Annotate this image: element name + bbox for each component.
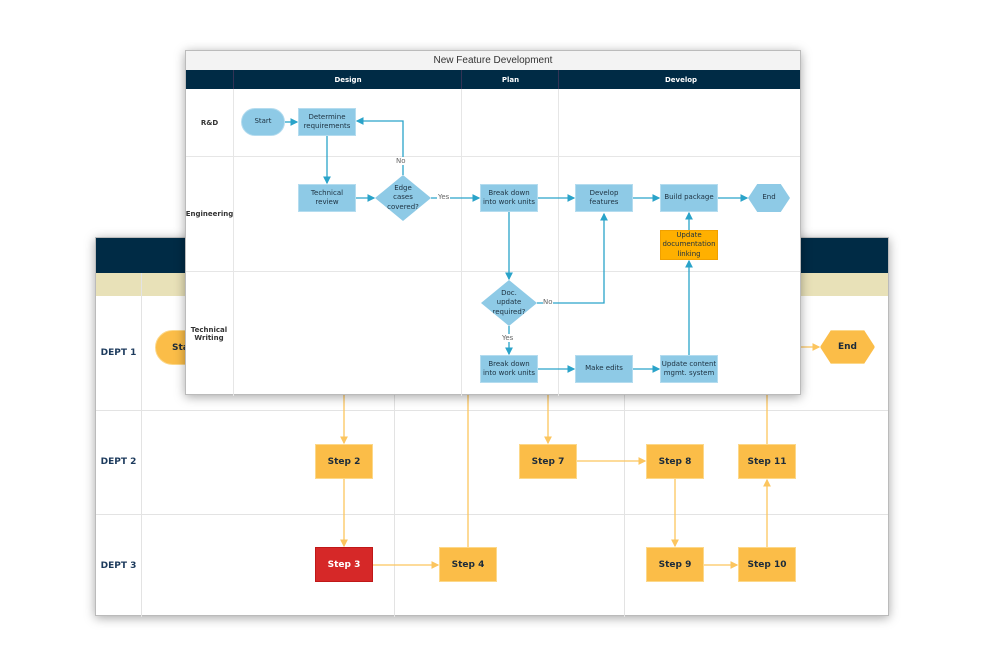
break-down-work-units-node[interactable]: Break down into work units <box>480 184 538 212</box>
node-label: End <box>838 342 857 352</box>
yes-label: Yes <box>437 193 451 201</box>
step-11-node[interactable]: Step 11 <box>738 444 796 479</box>
column-divider <box>141 273 142 617</box>
no-label-2: No <box>543 298 553 306</box>
column-divider <box>233 89 234 396</box>
column-divider <box>558 89 559 396</box>
phase-develop: Develop <box>558 70 803 89</box>
update-documentation-linking-node[interactable]: Update documentation linking <box>660 230 718 260</box>
lane-divider <box>186 271 800 272</box>
column-divider <box>394 296 395 617</box>
step-3-node[interactable]: Step 3 <box>315 547 373 582</box>
determine-requirements-node[interactable]: Determine requirements <box>298 108 356 136</box>
lane-divider <box>96 514 888 515</box>
node-label: Start <box>172 343 198 353</box>
lane-divider <box>96 410 888 411</box>
build-package-node[interactable]: Build package <box>660 184 718 212</box>
lane-label-rnd: R&D <box>200 118 219 127</box>
update-content-system-node[interactable]: Update content mgmt. system <box>660 355 718 383</box>
lane-label-engineering: Engineering <box>185 209 234 218</box>
break-down-work-units-node-2[interactable]: Break down into work units <box>480 355 538 383</box>
develop-features-node[interactable]: Develop features <box>575 184 633 212</box>
phase-plan: Plan <box>461 70 559 89</box>
diagram-title: New Feature Development <box>186 51 800 70</box>
lane-label-dept-2: DEPT 2 <box>100 457 137 467</box>
phase-design: Design <box>233 70 462 89</box>
lane-divider <box>186 156 800 157</box>
step-2-node[interactable]: Step 2 <box>315 444 373 479</box>
lane-label-dept-3: DEPT 3 <box>100 560 137 571</box>
make-edits-node[interactable]: Make edits <box>575 355 633 383</box>
no-label: No <box>396 157 406 165</box>
technical-review-node[interactable]: Technical review <box>298 184 356 212</box>
step-8-node[interactable]: Step 8 <box>646 444 704 479</box>
back-end-node[interactable]: End <box>820 330 875 364</box>
start-node[interactable]: Start <box>241 108 285 136</box>
step-9-node[interactable]: Step 9 <box>646 547 704 582</box>
step-10-node[interactable]: Step 10 <box>738 547 796 582</box>
front-swimlane-diagram: New Feature Development Design Plan Deve… <box>185 50 803 396</box>
step-7-node[interactable]: Step 7 <box>519 444 577 479</box>
end-node[interactable]: End <box>748 184 790 212</box>
column-divider <box>624 296 625 617</box>
column-divider <box>461 89 462 396</box>
node-label: Doc. update required? <box>492 289 526 316</box>
lane-label-dept-1: DEPT 1 <box>100 348 137 358</box>
phase-header <box>186 70 800 89</box>
node-label: Edge cases covered? <box>387 184 419 211</box>
step-4-node[interactable]: Step 4 <box>439 547 497 582</box>
yes-label-2: Yes <box>502 334 514 342</box>
lane-label-technical-writing: Technical Writing <box>190 325 228 342</box>
